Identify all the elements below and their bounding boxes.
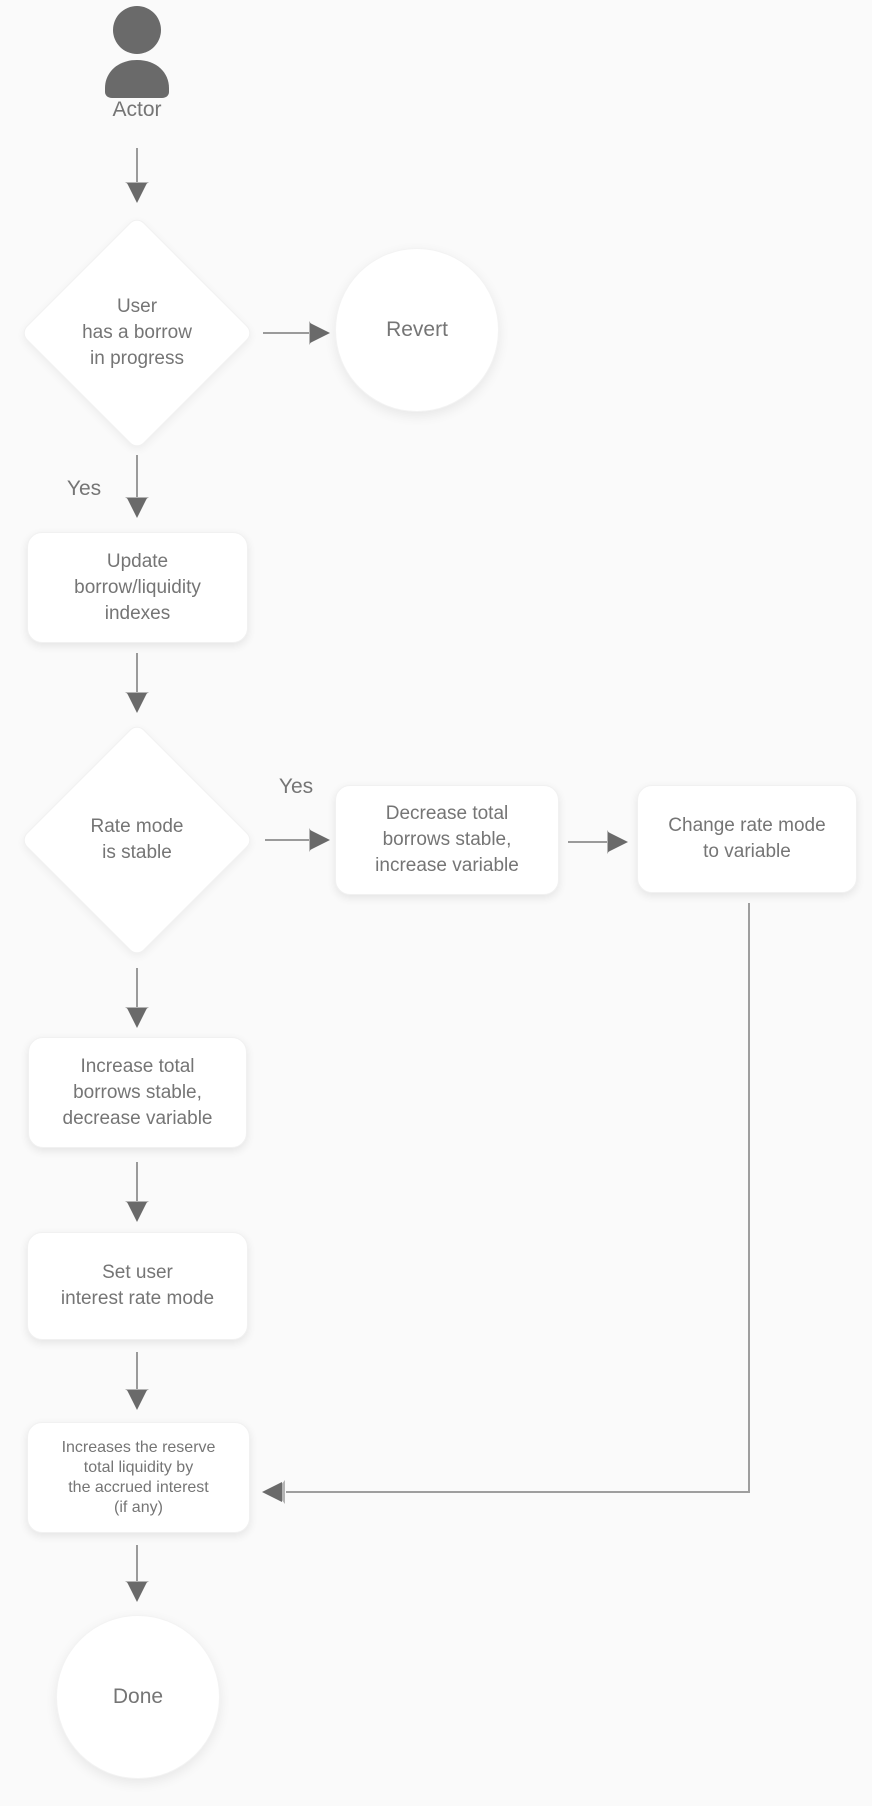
edge-label-yes-rate-mode: Yes (278, 775, 314, 798)
terminal-revert: Revert (335, 248, 499, 412)
arrow-right-decision2-to-decrease (265, 827, 330, 853)
process-update-indexes: Update borrow/liquidity indexes (27, 532, 248, 643)
process-decrease-total-borrows: Decrease total borrows stable, increase … (335, 785, 559, 895)
process-decrease-total-borrows-label: Decrease total borrows stable, increase … (375, 803, 519, 876)
process-change-rate-mode-label: Change rate mode to variable (668, 815, 826, 862)
arrow-right-decision-to-revert (263, 320, 330, 346)
process-increase-reserve-liquidity: Increases the reserve total liquidity by… (27, 1422, 250, 1533)
connector-change-to-reserve-horizontal (286, 1491, 750, 1493)
terminal-done-label: Done (112, 1685, 164, 1708)
process-update-indexes-label: Update borrow/liquidity indexes (74, 550, 201, 624)
arrow-down-reserve-to-done (124, 1545, 150, 1602)
decision-rate-mode-stable-label: Rate mode is stable (90, 816, 184, 863)
terminal-revert-label: Revert (386, 318, 448, 341)
process-set-user-rate-mode-label: Set user interest rate mode (60, 1262, 215, 1309)
terminal-done: Done (56, 1615, 220, 1779)
process-increase-reserve-liquidity-label: Increases the reserve total liquidity by… (61, 1438, 216, 1516)
arrowhead-into-reserve (262, 1479, 290, 1505)
person-icon (105, 6, 169, 98)
arrow-down-decision-to-update (124, 455, 150, 518)
edge-label-yes-borrow: Yes (66, 477, 102, 500)
arrow-down-actor-to-decision (124, 148, 150, 203)
arrow-down-decision2-to-increase (124, 968, 150, 1028)
arrow-down-increase-to-setuser (124, 1162, 150, 1222)
process-increase-total-borrows-label: Increase total borrows stable, decrease … (62, 1055, 213, 1129)
arrow-down-update-to-decision2 (124, 653, 150, 713)
arrow-right-decrease-to-change (568, 829, 628, 855)
process-set-user-rate-mode: Set user interest rate mode (27, 1232, 248, 1340)
arrow-down-setuser-to-reserve (124, 1352, 150, 1410)
process-change-rate-mode: Change rate mode to variable (637, 785, 857, 893)
decision-user-has-borrow-label: User has a borrow in progress (82, 296, 192, 369)
connector-change-to-reserve-vertical (748, 903, 750, 1493)
actor-label: Actor (112, 98, 162, 121)
process-increase-total-borrows: Increase total borrows stable, decrease … (28, 1037, 247, 1148)
